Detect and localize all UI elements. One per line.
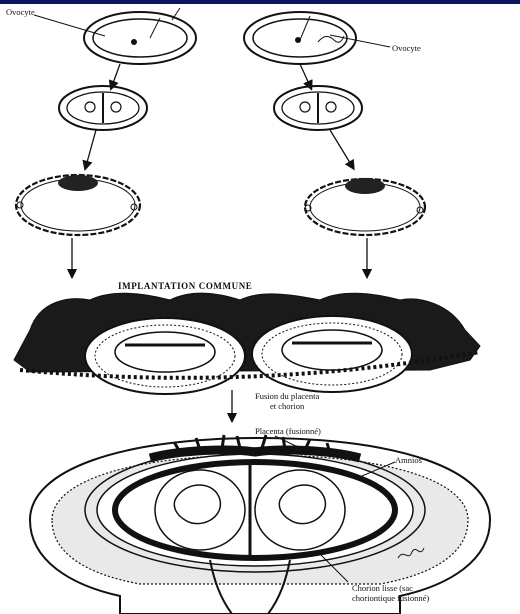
fusion-label-line2: et chorion (270, 402, 304, 411)
oocyte-left-label: Ovocyte (6, 8, 35, 17)
arrow-left-2 (86, 130, 96, 166)
right-blastocyst (305, 178, 425, 235)
left-oocyte-cell (84, 8, 196, 64)
left-two-cell-stage (59, 86, 147, 130)
amnion-label: Amnios (395, 456, 422, 465)
right-oocyte-cell (244, 12, 356, 64)
arrow-right-1 (300, 64, 310, 86)
placenta-label: Placenta (fusionné) (255, 427, 321, 436)
right-oocyte-leader (330, 35, 390, 47)
oocyte-right-label: Ovocyte (392, 44, 421, 53)
left-blastocyst (16, 175, 140, 235)
left-oocyte-leader (34, 15, 105, 36)
chorion-label-line2: choriontique fusionné) (352, 594, 429, 603)
implantation-decidua (14, 293, 480, 394)
right-two-cell-stage (274, 86, 362, 130)
arrow-right-2 (330, 130, 352, 166)
chorion-label-line1: Chorion lisse (sac (352, 584, 413, 593)
implantation-title: IMPLANTATION COMMUNE (118, 281, 252, 291)
fusion-label-line1: Fusion du placenta (255, 392, 319, 401)
arrow-left-1 (112, 64, 120, 86)
